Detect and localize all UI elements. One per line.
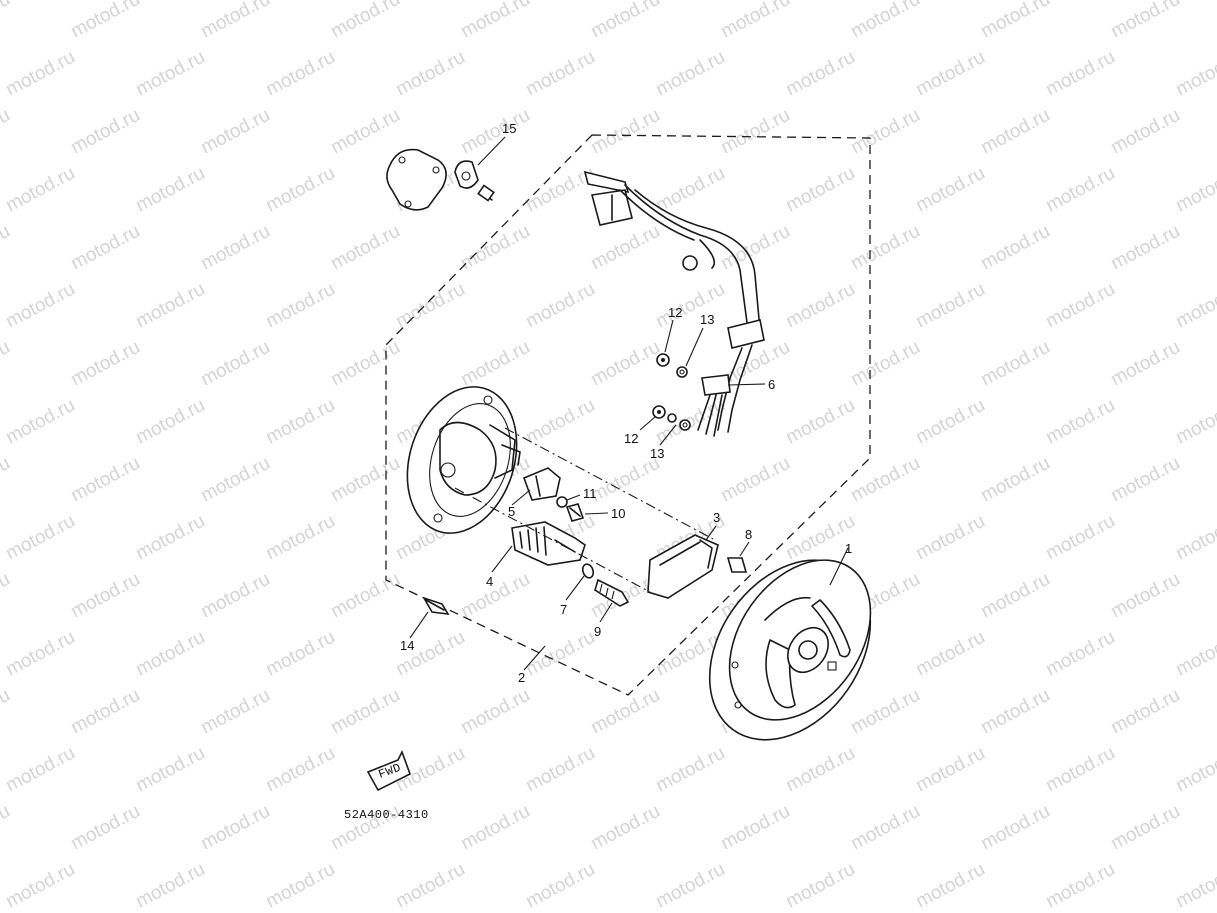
callout-3: 3 (713, 510, 720, 525)
callout-7: 7 (560, 602, 567, 617)
part-5-block (522, 467, 561, 501)
callout-6: 6 (768, 377, 775, 392)
callout-2: 2 (518, 670, 525, 685)
part-14-screw (422, 596, 450, 615)
wire-harness (583, 170, 765, 437)
callout-10: 10 (611, 506, 625, 521)
callout-4: 4 (486, 574, 493, 589)
parts-12-13-lower (652, 405, 691, 431)
part-code: 52A400-4310 (344, 808, 429, 822)
part-7-washer (581, 563, 595, 579)
fwd-arrow-icon: FWD (366, 749, 411, 792)
callout-13-lower: 13 (650, 446, 664, 461)
part-3-pickup-coil (647, 534, 719, 599)
alignment-line-lower (454, 487, 651, 593)
part-4-coil (511, 521, 586, 566)
parts-12-13-upper (656, 353, 688, 378)
callout-1: 1 (845, 541, 852, 556)
callout-14: 14 (400, 638, 414, 653)
part-8-screw (726, 557, 748, 573)
callout-12-upper: 12 (668, 305, 682, 320)
assembly-boundary-dashed (385, 134, 871, 696)
callout-13-upper: 13 (700, 312, 714, 327)
stator-base-plate (406, 386, 521, 534)
callout-12-lower: 12 (624, 431, 638, 446)
part-9-screw (594, 578, 630, 607)
callout-9: 9 (594, 624, 601, 639)
callout-leaders (409, 136, 849, 671)
callout-8: 8 (745, 527, 752, 542)
part-1-flywheel-rotor (708, 559, 872, 741)
callout-11: 11 (583, 486, 597, 501)
callout-15: 15 (502, 121, 516, 136)
callout-5: 5 (508, 504, 515, 519)
parts-10-11 (556, 496, 585, 522)
part-15-cover-clamp (386, 148, 495, 211)
